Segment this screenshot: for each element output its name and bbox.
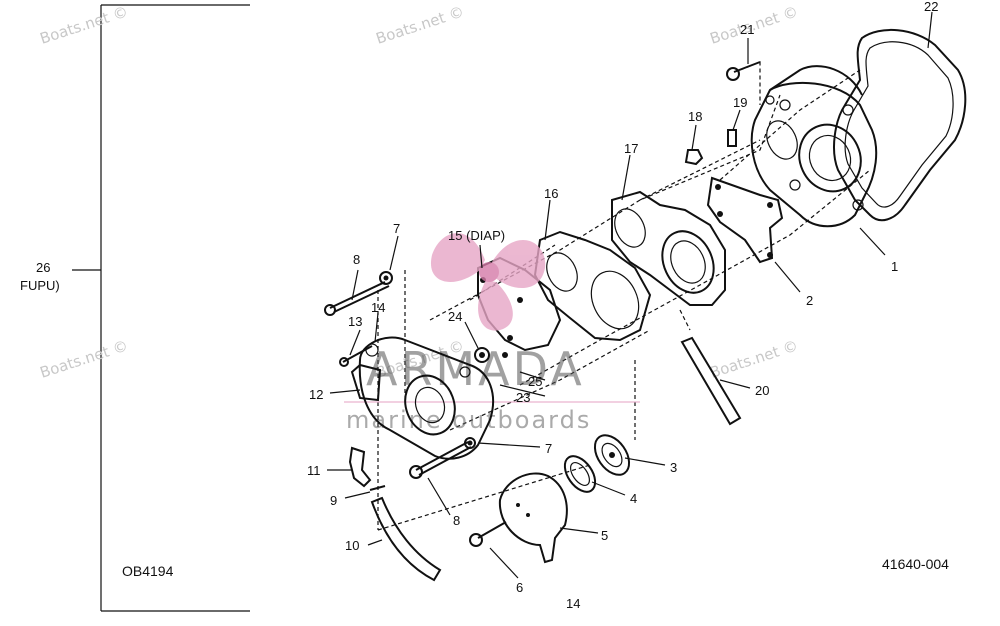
part-label-5: 5 xyxy=(601,528,608,543)
screw-13 xyxy=(339,345,373,367)
part-label-16: 16 xyxy=(544,186,558,201)
part-label-25: 25 xyxy=(528,374,542,389)
pin-19 xyxy=(727,129,737,147)
part-label-15: 15 (DIAP) xyxy=(448,228,505,243)
part-label-4: 4 xyxy=(630,491,637,506)
ring-4 xyxy=(563,455,597,493)
part-label-13: 13 xyxy=(348,314,362,329)
part-labels: 1 2 3 4 5 6 7 7 8 8 9 10 11 12 13 14 15 … xyxy=(307,0,938,595)
part-label-19: 19 xyxy=(733,95,747,110)
nut-18 xyxy=(684,149,704,166)
screw-8-upper xyxy=(324,281,390,316)
part-label-21: 21 xyxy=(740,22,754,37)
strainer-3 xyxy=(593,434,631,476)
part-label-10: 10 xyxy=(345,538,359,553)
part-label-8-upper: 8 xyxy=(353,252,360,267)
gasket-22 xyxy=(833,28,967,222)
screw-21 xyxy=(726,61,761,81)
part-label-12: 12 xyxy=(309,387,323,402)
part-label-3: 3 xyxy=(670,460,677,475)
hose-10 xyxy=(370,496,442,582)
propeller-logo-icon xyxy=(430,233,546,331)
screw-6 xyxy=(469,521,507,547)
part-label-18: 18 xyxy=(688,109,702,124)
part-label-23: 23 xyxy=(516,390,530,405)
hose-20 xyxy=(680,336,742,426)
part-label-7-upper: 7 xyxy=(393,221,400,236)
part-label-17: 17 xyxy=(624,141,638,156)
washer-7-upper xyxy=(379,271,393,285)
assembly-bracket xyxy=(72,4,250,612)
reference-code-right: 41640-004 xyxy=(882,556,949,572)
plate-2 xyxy=(706,176,784,264)
leader-lines xyxy=(327,11,933,579)
watermark-text: Boats.net © xyxy=(38,336,131,381)
assembly-label-line-2: FUPU) xyxy=(20,278,60,293)
part-label-2: 2 xyxy=(806,293,813,308)
part-label-11: 11 xyxy=(307,463,321,478)
washer-7-lower xyxy=(464,437,476,449)
page-number: 14 xyxy=(566,596,580,611)
brand-name: ARMADA xyxy=(366,342,585,396)
diaphragm-housing-17 xyxy=(611,190,726,306)
fitting-11 xyxy=(348,446,372,488)
guide-lines xyxy=(377,61,871,531)
pump-body-12 xyxy=(350,336,495,460)
brand-watermark: ARMADA marine outboards xyxy=(344,233,640,434)
watermark-text: Boats.net © xyxy=(374,2,467,47)
site-watermarks: Boats.net © Boats.net © Boats.net © Boat… xyxy=(38,2,801,381)
reference-code-left: OB4194 xyxy=(122,563,174,579)
valve-24 xyxy=(474,347,508,363)
part-label-7-lower: 7 xyxy=(545,441,552,456)
part-label-8-lower: 8 xyxy=(453,513,460,528)
gasket-16 xyxy=(533,230,652,342)
bowl-5 xyxy=(498,472,568,564)
watermark-text: Boats.net © xyxy=(708,336,801,381)
part-label-20: 20 xyxy=(755,383,769,398)
part-label-9: 9 xyxy=(330,493,337,508)
part-label-22: 22 xyxy=(924,0,938,14)
assembly-label-line-1: 26 xyxy=(36,260,50,275)
part-label-24: 24 xyxy=(448,309,462,324)
part-label-14: 14 xyxy=(371,300,385,315)
pump-base-1 xyxy=(750,65,878,228)
screw-8-lower xyxy=(409,441,472,479)
brand-tagline: marine outboards xyxy=(346,406,591,434)
clamp-9 xyxy=(369,485,386,491)
part-label-1: 1 xyxy=(891,259,898,274)
part-label-6: 6 xyxy=(516,580,523,595)
watermark-text: Boats.net © xyxy=(38,2,131,47)
